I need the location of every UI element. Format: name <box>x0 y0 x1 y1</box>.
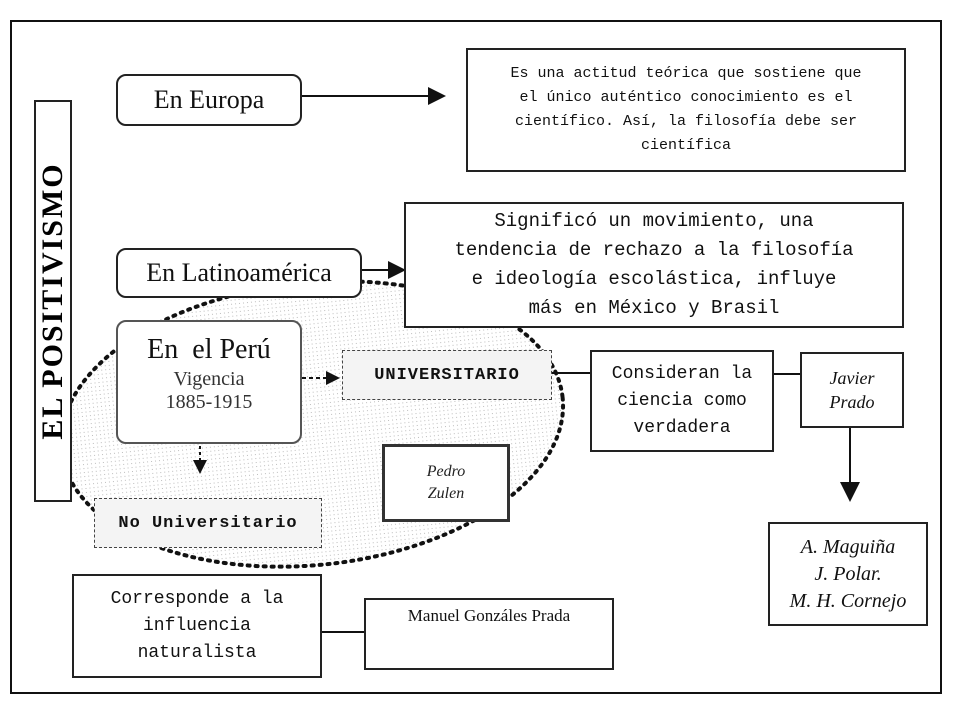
pedro-zulen-box: Pedro Zulen <box>382 444 510 522</box>
europa-description: Es una actitud teórica que sostiene que … <box>510 65 862 154</box>
followers-box: A. Maguiña J. Polar. M. H. Cornejo <box>768 522 928 626</box>
no-universitario-label: No Universitario <box>118 513 298 533</box>
gonzales-prada-text: Manuel Gonzáles Prada <box>407 606 571 625</box>
latinoamerica-description: Significó un movimiento, una tendencia d… <box>454 210 854 319</box>
pedro-zulen-text: Pedro Zulen <box>426 463 466 502</box>
corresponde-box: Corresponde a la influencia naturalista <box>72 574 322 678</box>
universitario-box: UNIVERSITARIO <box>342 350 552 400</box>
javier-prado-box: Javier Prado <box>800 352 904 428</box>
europa-label-box: En Europa <box>116 74 302 126</box>
gonzales-prada-box: Manuel Gonzáles Prada <box>364 598 614 670</box>
europa-label: En Europa <box>153 85 265 114</box>
peru-label: En el Perú <box>147 334 271 365</box>
peru-vigencia-label: Vigencia <box>173 368 245 390</box>
latinoamerica-label-box: En Latinoamérica <box>116 248 362 298</box>
followers-text: A. Maguiña J. Polar. M. H. Cornejo <box>789 535 907 612</box>
universitario-label: UNIVERSITARIO <box>374 365 520 385</box>
europa-description-box: Es una actitud teórica que sostiene que … <box>466 48 906 172</box>
consideran-box: Consideran la ciencia como verdadera <box>590 350 774 452</box>
peru-label-box: En el Perú Vigencia 1885-1915 <box>116 320 302 444</box>
no-universitario-box: No Universitario <box>94 498 322 548</box>
consideran-text: Consideran la ciencia como verdadera <box>611 363 753 438</box>
latinoamerica-label: En Latinoamérica <box>146 258 332 287</box>
peru-vigencia-years: 1885-1915 <box>165 391 253 413</box>
latinoamerica-description-box: Significó un movimiento, una tendencia d… <box>404 202 904 328</box>
corresponde-text: Corresponde a la influencia naturalista <box>110 588 284 663</box>
javier-prado-text: Javier Prado <box>829 368 875 412</box>
main-title-box: EL POSITIVISMO <box>34 100 72 502</box>
main-title: EL POSITIVISMO <box>36 162 69 440</box>
